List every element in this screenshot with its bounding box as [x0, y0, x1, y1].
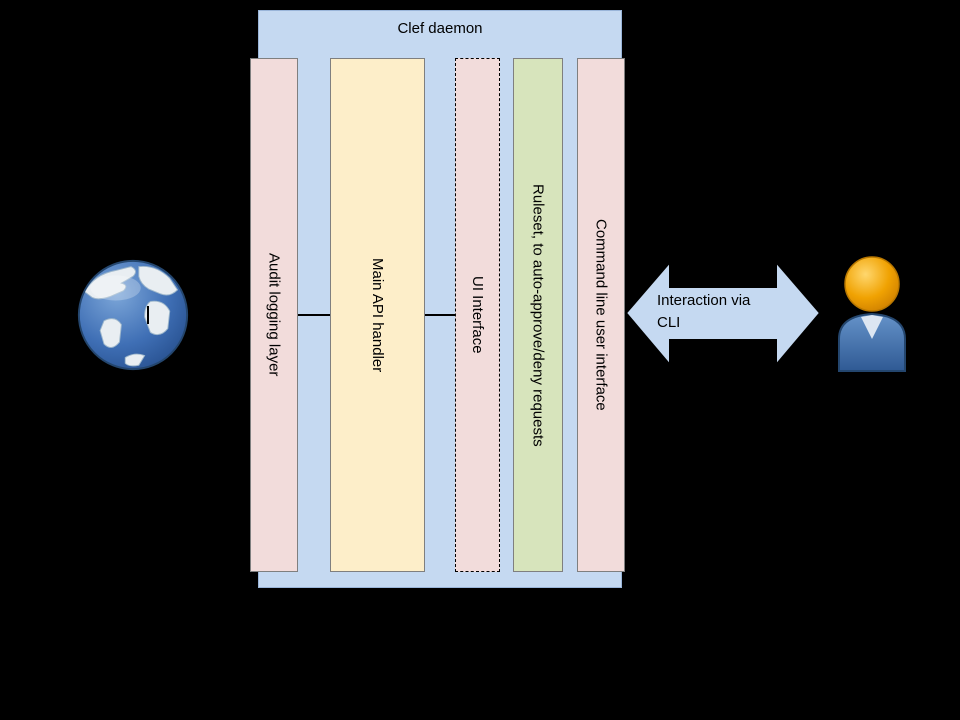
column-ruleset: Ruleset, to auto-approve/deny requests: [513, 58, 563, 572]
connector-api-to-ui: [424, 314, 456, 316]
globe-icon: [77, 259, 189, 371]
connector-audit-to-api: [297, 314, 331, 316]
user-icon: [838, 256, 906, 372]
column-cli-interface: Command line user interface: [577, 58, 625, 572]
clef-daemon-container: [258, 10, 622, 588]
column-main-api-label: Main API handler: [369, 257, 386, 373]
connector-tick: [147, 306, 149, 324]
column-cli-label: Command line user interface: [592, 219, 610, 411]
column-ui-interface-label: UI Interface: [469, 276, 486, 354]
column-ui-interface: UI Interface: [455, 58, 500, 572]
column-ruleset-label: Ruleset, to auto-approve/deny requests: [529, 183, 547, 447]
diagram-title: Clef daemon: [397, 20, 483, 37]
interaction-arrow-label: Interaction via CLI: [657, 292, 751, 331]
column-audit-logging-label: Audit logging layer: [265, 253, 283, 377]
interaction-arrow: [624, 259, 822, 368]
connector-globe-to-audit: [186, 314, 250, 316]
column-main-api-handler: Main API handler: [330, 58, 425, 572]
column-audit-logging-layer: Audit logging layer: [250, 58, 298, 572]
